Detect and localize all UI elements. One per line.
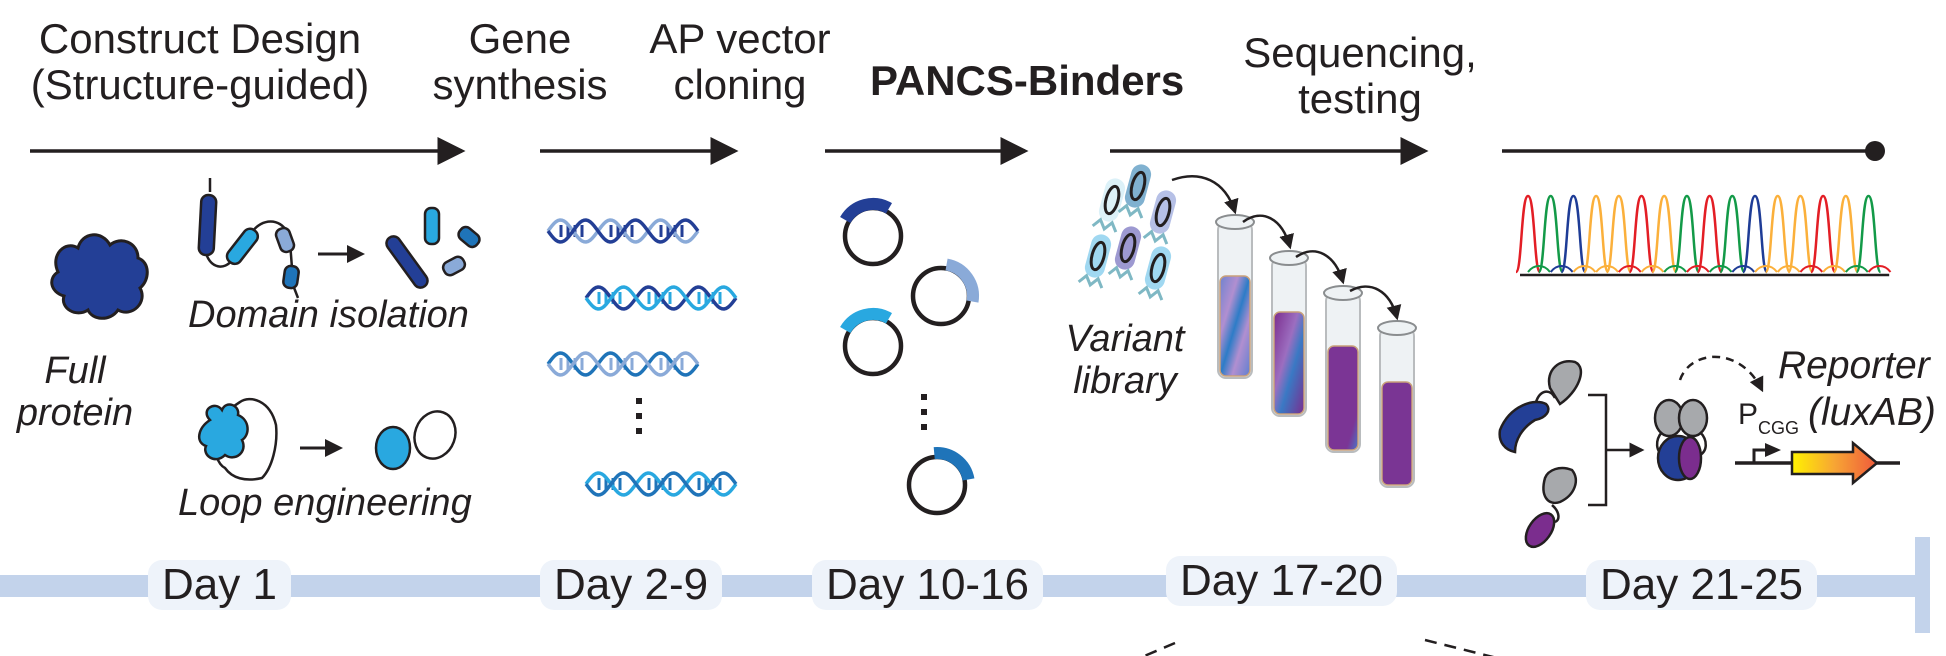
chromatogram-noise [1618,265,1642,273]
loop-protein-icon [198,397,278,481]
ellipsis-dot [636,428,642,434]
plasmid-icon [910,258,979,327]
phage-icon [1107,226,1142,281]
dna-helix-icon [546,218,700,244]
label-full-protein: Full protein [16,350,134,434]
stage-title-ap: AP vector cloning [649,15,831,108]
phage-library-icon [1077,164,1177,301]
phage-icon [1142,190,1177,245]
transfer-arrows [1171,175,1402,321]
chromatogram-noise [1731,265,1756,273]
isolated-domains-icon [385,206,481,289]
chromatogram-peak [1764,194,1791,274]
day-label-seq: Day 21-25 [1586,560,1818,610]
stage-title-seq: Sequencing, testing [1243,29,1477,122]
stage-title-construct: Construct Design (Structure-guided) [30,15,370,108]
day-label-gene: Day 2-9 [540,560,723,610]
chromatogram-peak [1832,194,1860,274]
chromatogram-peak [1787,194,1814,274]
chromatogram-noise [1663,265,1687,273]
plasmid-icon [840,198,904,267]
chromatogram-noise [1640,265,1665,273]
day-label-ap: Day 10-16 [812,560,1044,610]
chromatogram-noise [1754,265,1778,273]
label-reporter: Reporter [1778,344,1930,387]
chromatogram-noise [1799,265,1824,273]
day-label-construct: Day 1 [148,560,291,610]
chromatogram-noise [1776,265,1801,273]
label-loop-engineering: Loop engineering [178,482,472,524]
label-promoter: PCGG [1738,398,1800,438]
chromatogram-noise [1595,265,1619,273]
chromatogram-peak [1514,194,1542,274]
chromatogram-peak [1673,194,1701,274]
stage-title-gene: Gene synthesis [432,15,608,108]
dna-helix-icon [584,471,738,497]
test-tube-icon [1377,320,1417,488]
chromatogram-peak [1741,194,1769,274]
reconstituted-complex-icon [1653,398,1709,482]
chromatogram-peak [1809,194,1837,274]
timeline-end-cap [1915,537,1930,633]
chromatogram-peak [1719,194,1746,274]
chromatogram-noise [1549,265,1574,273]
day-label-pancs: Day 17-20 [1166,556,1398,606]
chromatogram-noise [1845,265,1869,273]
label-domain-isolation: Domain isolation [188,294,469,336]
chromatogram-peak [1605,194,1633,274]
dashed-activation-arrow [1678,355,1764,393]
phage-icon [1077,234,1112,289]
selection-tubes [1215,214,1417,488]
ellipsis-dot [921,424,927,430]
end-dot [1865,141,1885,161]
dna-helix-icon [546,351,700,377]
chromatogram-peak [1582,194,1610,274]
chromatogram-noise [1822,265,1846,273]
chromatogram-peak [1855,194,1882,274]
multi-domain-protein-icon [197,178,300,299]
engineered-protein-icon [374,410,457,471]
chromatogram-peak [1696,194,1723,274]
chromatogram-peak [1650,194,1678,274]
chromatogram-noise [1686,265,1710,273]
stage-title-pancs: PANCS-Binders [870,57,1185,104]
label-luxab: (luxAB) [1808,391,1936,434]
chromatogram-noise [1867,265,1892,273]
phage-icon [1117,164,1152,219]
ellipsis-dot [636,398,642,404]
label-variant-library: Variant library [1065,318,1185,402]
binder-split-bottom-icon [1524,466,1577,549]
ellipsis-dot [921,394,927,400]
chromatogram-noise [1572,265,1597,273]
chromatogram-peak [1560,194,1587,274]
binder-split-top-icon [1498,359,1582,454]
dna-helix-icon [584,285,738,311]
ellipsis-dot [921,409,927,415]
phage-icon [1137,246,1172,301]
chromatogram-peak [1537,194,1564,274]
ellipsis-dot [636,413,642,419]
luxab-gene-arrow [1790,440,1879,486]
full-protein-icon [50,233,149,320]
test-tube-icon [1215,214,1255,379]
plasmid-icon [906,447,975,516]
chromatogram-noise [1527,265,1551,273]
bracket [1588,393,1628,507]
plasmid-icon [840,308,904,377]
chromatogram-peak [1628,194,1655,274]
chromatogram-noise [1708,265,1733,273]
